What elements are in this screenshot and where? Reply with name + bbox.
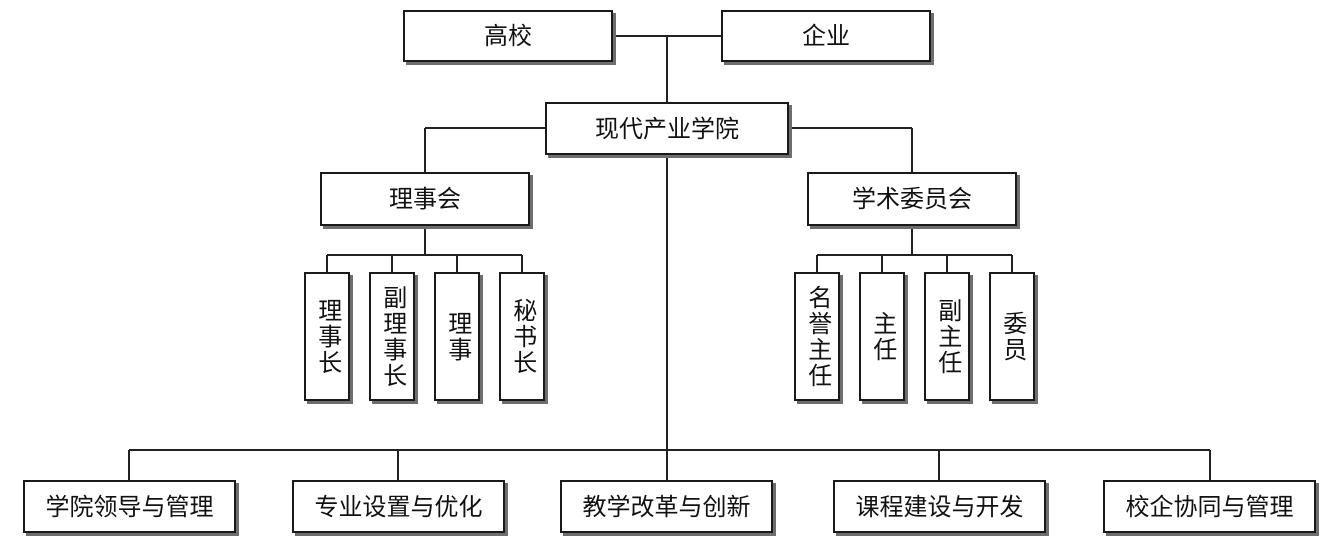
- function-teaching-reform: 教学改革与创新: [560, 480, 773, 533]
- committee-member-honorary-chair: 名誉主任: [794, 272, 840, 401]
- board-member-vice-chairman: 副理事长: [369, 272, 415, 401]
- committee-member-chair: 主任: [859, 272, 905, 401]
- enterprise-node: 企业: [721, 10, 931, 62]
- function-school-enterprise-collaboration: 校企协同与管理: [1103, 480, 1316, 533]
- committee-member-vice-chair: 副主任: [924, 272, 970, 401]
- university-node: 高校: [403, 10, 613, 62]
- board-node: 理事会: [320, 172, 530, 226]
- function-leadership-management: 学院领导与管理: [23, 480, 236, 533]
- academic-committee-node: 学术委员会: [807, 172, 1017, 226]
- college-node: 现代产业学院: [545, 102, 789, 155]
- function-course-development: 课程建设与开发: [833, 480, 1046, 533]
- board-member-chairman: 理事长: [304, 272, 350, 401]
- board-member-secretary-general: 秘书长: [499, 272, 545, 401]
- committee-member: 委员: [989, 272, 1035, 401]
- function-program-optimization: 专业设置与优化: [292, 480, 505, 533]
- board-member-director: 理事: [434, 272, 480, 401]
